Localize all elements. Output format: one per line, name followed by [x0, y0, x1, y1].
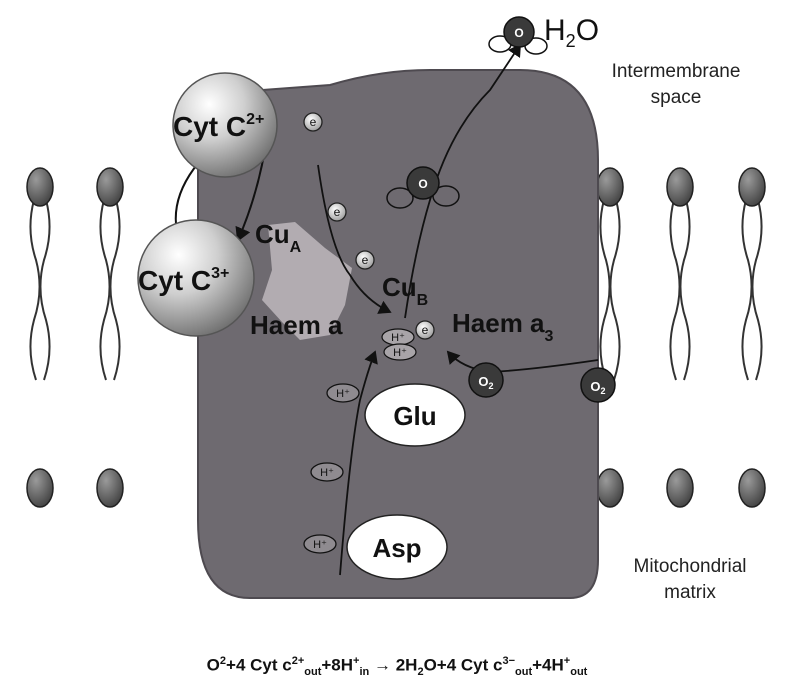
matrix-label-1: Mitochondrial: [634, 556, 747, 577]
svg-text:O: O: [418, 177, 427, 191]
svg-text:H⁺: H⁺: [313, 539, 327, 551]
svg-text:e: e: [310, 115, 317, 129]
proton: H⁺: [303, 534, 337, 554]
svg-text:O2: O2: [590, 379, 605, 396]
lipid-molecule: [96, 167, 124, 508]
proton-path: [339, 350, 378, 576]
matrix-label-2: matrix: [664, 582, 716, 603]
proton: H⁺: [310, 462, 344, 482]
svg-text:e: e: [422, 323, 429, 337]
svg-text:e: e: [334, 205, 341, 219]
electron: e: [327, 202, 347, 222]
svg-text:H⁺: H⁺: [393, 347, 407, 359]
svg-text:e: e: [362, 253, 369, 267]
cyt-c3-label: Cyt C3+: [138, 265, 229, 296]
cu-a-site: [262, 222, 352, 340]
proton: H⁺: [326, 383, 360, 403]
haem-a-label: Haem a: [250, 310, 343, 340]
oxygen-atom-mid: O: [386, 166, 460, 209]
svg-text:O2: O2: [478, 374, 493, 391]
svg-text:H⁺: H⁺: [336, 388, 350, 400]
water-molecule: O: [488, 16, 548, 55]
complex-iv-diagram: Cyt C2+ Cyt C3+ e e e e O O H2O O2 O2 CuA C…: [26, 14, 766, 603]
electron: e: [355, 250, 375, 270]
water-label: H2O: [544, 14, 599, 51]
electron: e: [303, 112, 323, 132]
glu-residue: Glu: [364, 383, 466, 447]
cyt-c2-label: Cyt C2+: [173, 111, 264, 142]
lipid-molecule: [26, 167, 54, 508]
electrons: e e e e: [303, 112, 435, 340]
cu-a-label: CuA: [255, 219, 302, 256]
svg-text:H⁺: H⁺: [320, 467, 334, 479]
water-path: [404, 43, 521, 319]
lipid-molecule: [596, 167, 624, 508]
lipid-molecule: [666, 167, 694, 508]
svg-text:O: O: [514, 26, 523, 40]
intermembrane-label-1: Intermembrane: [612, 61, 741, 82]
electron-path: [317, 164, 392, 314]
cyt-c3-sphere: [137, 219, 255, 337]
o2-molecule-outer: O2: [580, 367, 616, 403]
lipid-molecule: [738, 167, 766, 508]
intermembrane-label-2: space: [651, 87, 702, 108]
proton-cluster: H⁺ H⁺: [381, 328, 417, 361]
reaction-equation: O2+4 Cyt c2+out+8H+in → 2H2O+4 Cyt c3−ou…: [206, 655, 588, 679]
cu-b-label: CuB: [382, 272, 428, 309]
svg-text:Asp: Asp: [372, 533, 421, 563]
svg-text:Glu: Glu: [393, 401, 436, 431]
electron: e: [415, 320, 435, 340]
o2-molecule-inner: O2: [468, 362, 504, 398]
cyt-c2-sphere: [172, 72, 278, 178]
svg-text:H⁺: H⁺: [391, 332, 405, 344]
protons: H⁺ H⁺ H⁺: [303, 383, 360, 554]
haem-a3-label: Haem a3: [452, 308, 554, 345]
asp-residue: Asp: [346, 514, 448, 580]
